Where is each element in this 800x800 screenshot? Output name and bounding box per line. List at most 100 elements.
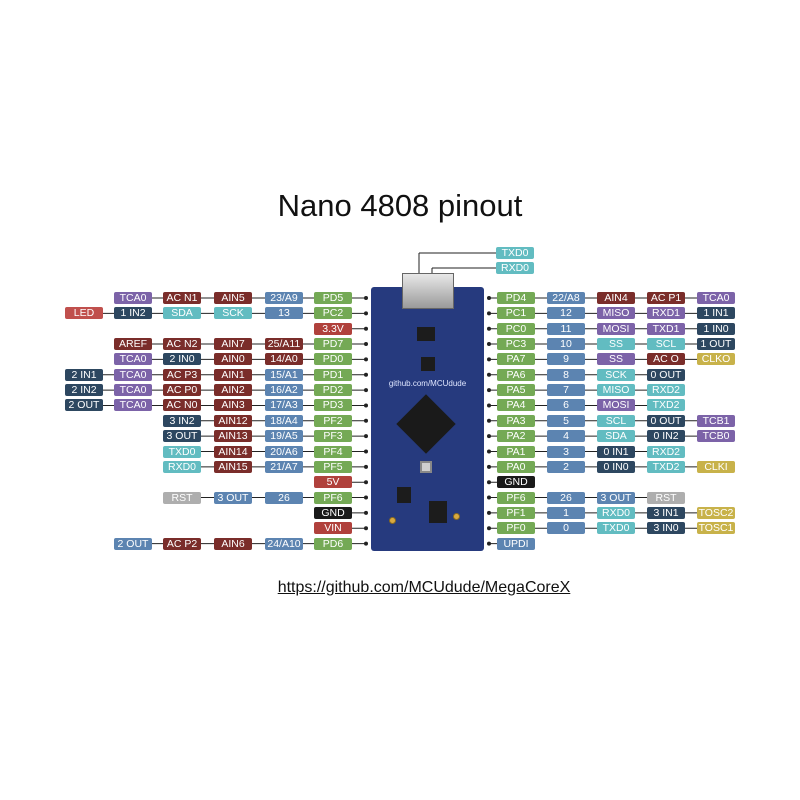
solder-pad (453, 513, 460, 520)
pin-label: RXD0 (496, 262, 534, 274)
pin-label: PD5 (314, 292, 352, 304)
pin-label: PF2 (314, 414, 352, 427)
pin-dot (487, 480, 491, 485)
pin-label: 7 (547, 384, 585, 397)
pin-label: TCA0 (114, 292, 152, 304)
pin-label: AIN12 (214, 414, 252, 427)
pin-label: 6 (547, 399, 585, 412)
pin-label: AIN5 (214, 292, 252, 304)
pin-dot (487, 418, 491, 423)
pin-label: 3.3V (314, 322, 352, 335)
pin-label: 2 OUT (65, 399, 103, 412)
pin-label: 21/A7 (265, 460, 303, 473)
pin-label: TCA0 (697, 292, 735, 304)
pin-label: 14/A0 (265, 353, 303, 366)
pin-label: 4 (547, 430, 585, 443)
pin-label: UPDI (497, 537, 535, 550)
pin-label: 16/A2 (265, 384, 303, 397)
pin-dot (364, 526, 368, 531)
pin-label: MOSI (597, 322, 635, 335)
pin-label: PF0 (497, 522, 535, 535)
pin-label: PD7 (314, 338, 352, 351)
reset-button (420, 461, 432, 473)
pin-dot (364, 495, 368, 500)
pin-label: 25/A11 (265, 338, 303, 351)
pin-label: 1 (547, 506, 585, 519)
pin-label: RXD2 (647, 384, 685, 397)
pin-label: 1 IN0 (697, 322, 735, 335)
pin-label: 5 (547, 414, 585, 427)
pin-label: PD1 (314, 368, 352, 381)
pin-label: SCK (597, 368, 635, 381)
pin-label: CLKI (697, 460, 735, 473)
pin-label: AIN4 (597, 292, 635, 304)
pin-label: RXD0 (597, 506, 635, 519)
pin-dot (487, 464, 491, 469)
pin-label: 0 OUT (647, 414, 685, 427)
pin-label: TCA0 (114, 384, 152, 397)
pin-label: TCA0 (114, 399, 152, 412)
pin-label: AIN0 (214, 353, 252, 366)
pin-label: SDA (597, 430, 635, 443)
pin-dot (364, 464, 368, 469)
pin-label: TCA0 (114, 368, 152, 381)
pin-dot (487, 541, 491, 546)
pin-label: PA5 (497, 384, 535, 397)
pin-label: PC0 (497, 322, 535, 335)
pin-label: 3 OUT (214, 491, 252, 504)
pin-label: AC N0 (163, 399, 201, 412)
pin-label: PD0 (314, 353, 352, 366)
pin-label: RXD2 (647, 445, 685, 458)
pin-label: AC N1 (163, 292, 201, 304)
pin-label: 24/A10 (265, 537, 303, 550)
pin-label: PA7 (497, 353, 535, 366)
pin-label: AC O (647, 353, 685, 366)
pin-dot (364, 434, 368, 439)
pin-label: SCL (597, 414, 635, 427)
pin-label: 15/A1 (265, 368, 303, 381)
diagram-title: Nano 4808 pinout (277, 188, 523, 223)
pin-label: RXD0 (163, 460, 201, 473)
pin-label: AIN15 (214, 460, 252, 473)
pin-label: SDA (163, 307, 201, 320)
pin-label: LED (65, 307, 103, 320)
ic-chip-bottom (429, 501, 447, 523)
pin-label: 17/A3 (265, 399, 303, 412)
pin-dot (364, 357, 368, 362)
pin-label: PA1 (497, 445, 535, 458)
pin-dot (487, 326, 491, 331)
pin-dot (364, 388, 368, 393)
pin-label: MISO (597, 307, 635, 320)
pin-label: SCL (647, 338, 685, 351)
pin-label: 2 IN0 (163, 353, 201, 366)
pin-label: 3 IN2 (163, 414, 201, 427)
pin-label: PA4 (497, 399, 535, 412)
pin-label: 26 (547, 491, 585, 504)
pin-label: PF3 (314, 430, 352, 443)
pin-label: PF6 (314, 491, 352, 504)
pin-label: PF6 (497, 491, 535, 504)
pin-label: PA3 (497, 414, 535, 427)
pin-label: MOSI (597, 399, 635, 412)
pin-label: 19/A5 (265, 430, 303, 443)
pin-label: VIN (314, 522, 352, 535)
pin-label: 0 IN0 (597, 460, 635, 473)
source-url-link[interactable]: https://github.com/MCUdude/MegaCoreX (277, 579, 571, 596)
pin-label: TCB1 (697, 414, 735, 427)
pin-label: TXD0 (496, 247, 534, 259)
pin-dot (364, 480, 368, 485)
pin-label: 11 (547, 322, 585, 335)
pin-label: 3 OUT (163, 430, 201, 443)
pin-dot (364, 326, 368, 331)
pin-label: 18/A4 (265, 414, 303, 427)
pin-label: AIN14 (214, 445, 252, 458)
pin-label: TOSC1 (697, 522, 735, 535)
pin-label: 0 OUT (647, 368, 685, 381)
pin-label: 8 (547, 368, 585, 381)
pin-label: TXD0 (597, 522, 635, 535)
board-label: github.com/MCUdude (388, 379, 467, 388)
pin-label: PD2 (314, 384, 352, 397)
pin-label: AIN7 (214, 338, 252, 351)
pin-dot (364, 510, 368, 515)
pin-label: PF4 (314, 445, 352, 458)
